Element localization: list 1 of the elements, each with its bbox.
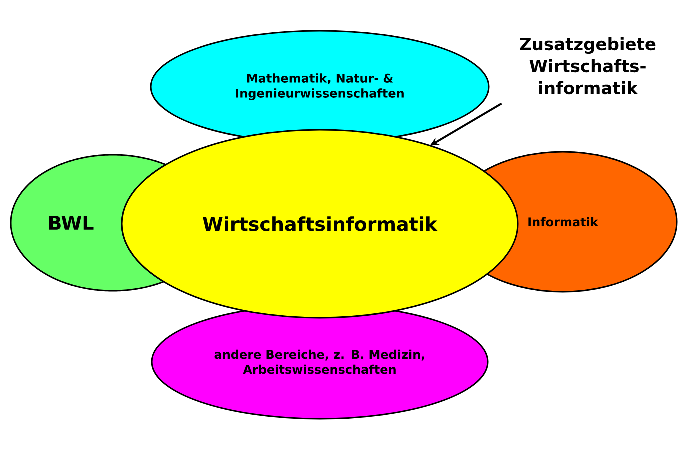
callout-text: Zusatzgebiete Wirtschafts- informatik: [520, 37, 656, 95]
